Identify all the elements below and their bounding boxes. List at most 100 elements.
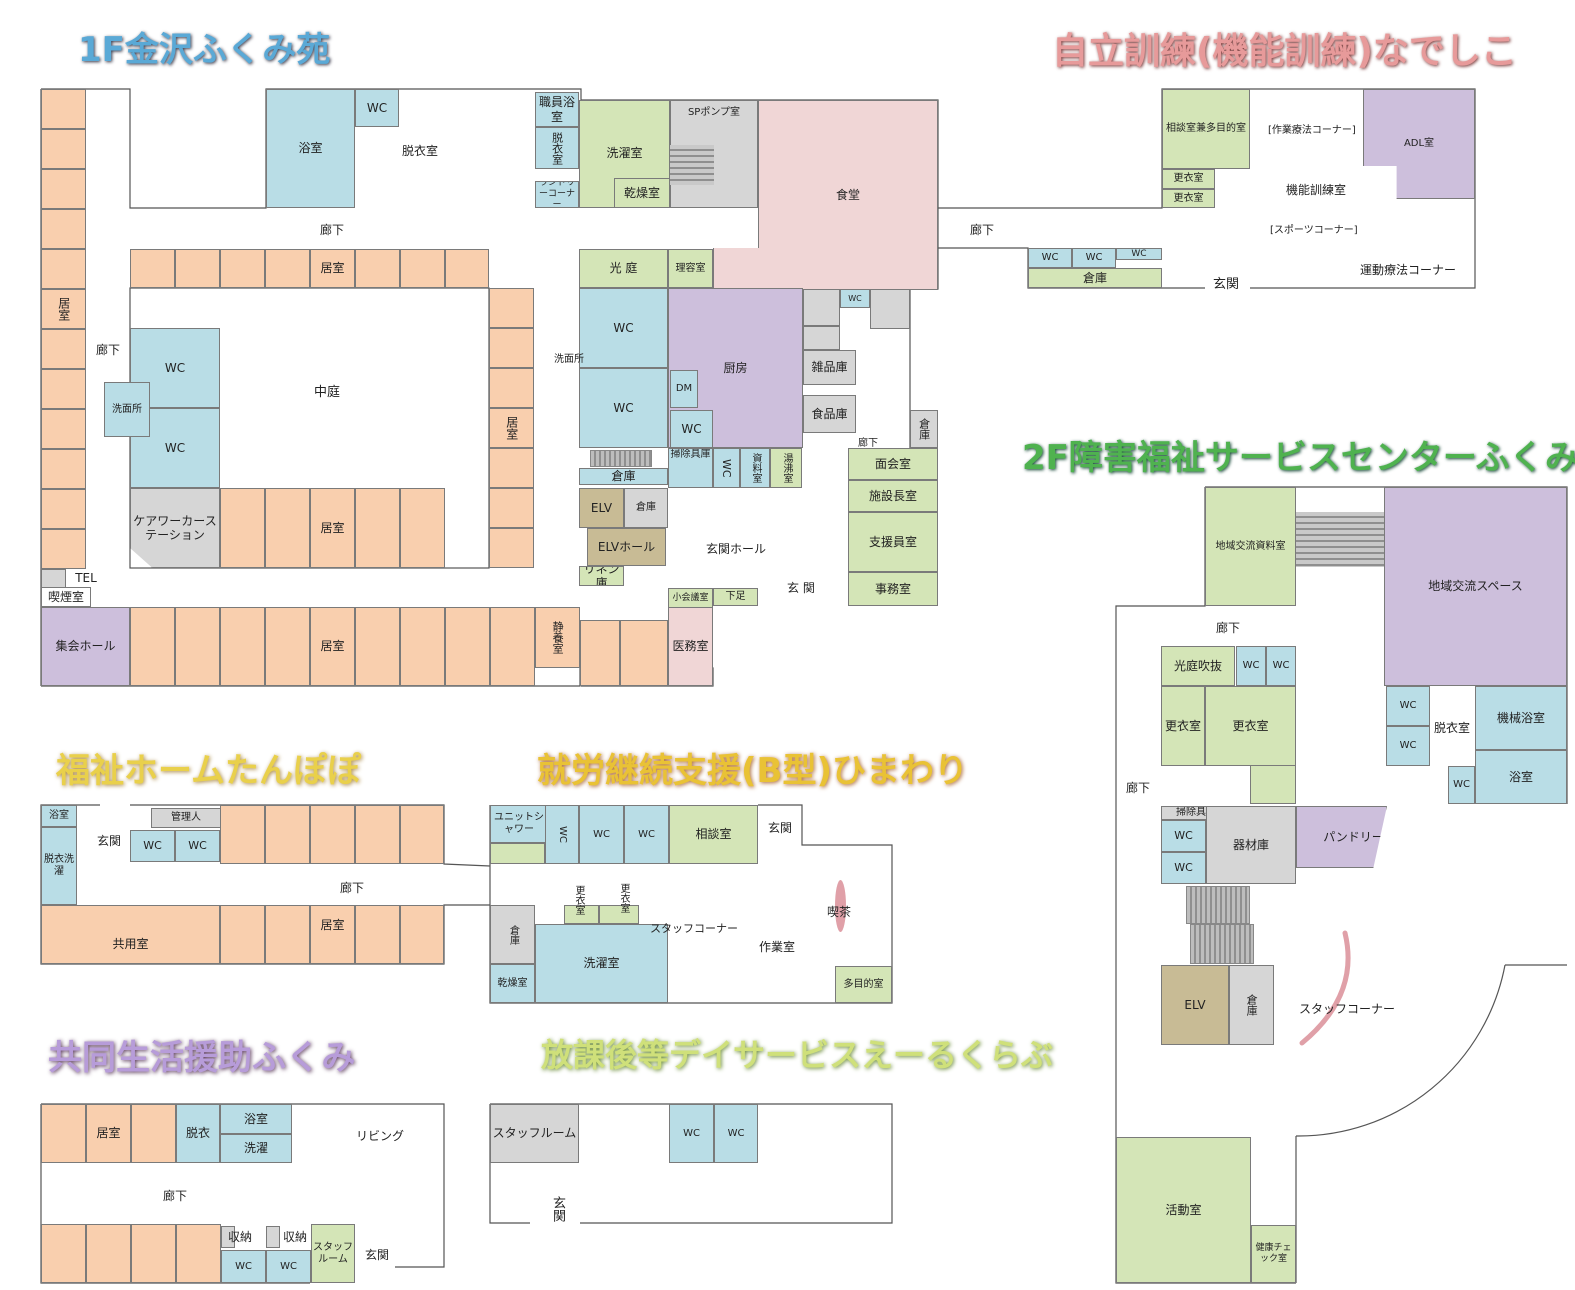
store-small: 倉庫: [579, 468, 668, 485]
boiler-room: 湯沸室: [770, 448, 802, 488]
tanpopo-bath: 浴室: [41, 805, 77, 827]
kyodo-staff-room: スタッフルーム: [311, 1224, 355, 1283]
kyodo-dressing: 脱衣: [176, 1104, 220, 1163]
room-row1-7: [400, 249, 445, 288]
himawari-shower-ext: [490, 843, 545, 864]
smoking-room: [41, 569, 66, 589]
stairs-1f-center: [590, 450, 652, 467]
jiritsu-wc-3: WC: [1116, 248, 1162, 260]
jiritsu-entrance: 玄関: [1213, 277, 1240, 292]
staff-bath: 職員浴室: [535, 92, 579, 127]
room-row3-8: [445, 607, 490, 686]
f2-wc-7: WC: [1161, 852, 1206, 884]
room-row1-2: [175, 249, 220, 288]
himawari-laundry: 洗濯室: [535, 924, 668, 1003]
light-court: 光 庭: [579, 249, 668, 288]
kyodo-storage-label-2: 収納: [283, 1230, 308, 1244]
dm: DM: [670, 370, 698, 408]
jiritsu-sports: [スポーツコーナー]: [1270, 225, 1358, 236]
f2-wc-4: WC: [1386, 726, 1430, 766]
store-right: 倉庫: [910, 410, 938, 448]
tel: TEL: [66, 569, 106, 587]
dining-room: 食堂: [758, 100, 938, 290]
kyodo-storage-1: [221, 1226, 235, 1248]
f2-locker-ext: [1250, 766, 1296, 804]
himawari-staff-corner: スタッフコーナー: [650, 922, 738, 935]
title-1f-fukumien: 1F金沢ふくみ苑: [78, 30, 331, 70]
himawari-store-label: 倉庫: [507, 924, 519, 945]
kyodo-wc-1: WC: [221, 1250, 266, 1283]
room-row2-2: [265, 488, 310, 568]
director-room: 施設長室: [848, 480, 938, 512]
f2-staff-corner: スタッフコーナー: [1299, 1002, 1396, 1016]
drying-room: 乾燥室: [614, 178, 670, 208]
title-houkago: 放課後等デイサービスえーるくらぶ: [541, 1036, 1054, 1074]
kyodo-bath: 浴室: [220, 1104, 292, 1134]
f2-atrium: 光庭吹抜: [1161, 646, 1235, 686]
f2-activity: 活動室: [1116, 1137, 1251, 1283]
room-row3-1: [130, 607, 175, 686]
store-1f: 倉庫: [624, 488, 668, 528]
stairs-2f-mid-1: [1186, 886, 1250, 924]
room-row2-3: 居室: [310, 488, 355, 568]
himawari-cafe-counter: [835, 880, 846, 932]
room-row1-5: 居室: [310, 249, 355, 288]
corridor-1f-top: 廊下: [320, 223, 345, 237]
stairs-1f-top: [670, 145, 714, 185]
room-row3-11: [620, 620, 668, 686]
title-kyodo: 共同生活援助ふくみ: [48, 1038, 356, 1078]
himawari-unit-shower: ユニットシャワー: [490, 805, 548, 843]
title-himawari: 就労継続支援(B型)ひまわり: [537, 751, 968, 791]
kyodo-storage-2: [266, 1226, 280, 1248]
corridor-1f-right: 廊下: [858, 438, 878, 449]
room-left-2: [41, 129, 86, 169]
jiritsu-ot-corner: [作業療法コーナー]: [1268, 125, 1356, 136]
linen-store: リネン庫: [579, 566, 624, 586]
tanpopo-room-bottom-1: [220, 905, 265, 964]
room-row3-2: [175, 607, 220, 686]
room-row1-1: [130, 249, 175, 288]
room-row2-5: [400, 488, 445, 568]
room-right-4: 居室: [489, 408, 534, 448]
support-room: 支援員室: [848, 512, 938, 572]
f2-bath: 浴室: [1475, 750, 1567, 804]
himawari-work: 作業室: [759, 940, 796, 954]
himawari-multipurpose: 多目的室: [835, 966, 892, 1003]
medical-room: 医務室: [668, 607, 713, 686]
f2-corridor-left: 廊下: [1126, 781, 1151, 795]
smoking-room-label: 喫煙室: [41, 587, 91, 607]
jiritsu-corridor: 廊下: [970, 223, 995, 237]
wc-center-1: WC: [579, 288, 668, 368]
room-left-12: [41, 529, 86, 569]
elv-1f: ELV: [579, 488, 624, 528]
room-row3-9: [490, 607, 535, 686]
himawari-wc-1: WC: [579, 805, 624, 864]
tanpopo-room-top-5: [400, 805, 444, 864]
washroom-left: 洗面所: [104, 382, 150, 437]
himawari-locker-1: [564, 905, 599, 924]
room-left-1: [41, 89, 86, 129]
elv-hall: ELVホール: [587, 528, 666, 566]
tanpopo-wc-1: WC: [130, 830, 175, 862]
houkago-wc-1: WC: [669, 1104, 714, 1163]
himawari-locker-label-1: 更衣室: [573, 885, 584, 915]
laundry-corner: ランドリーコーナー: [535, 181, 579, 208]
room-row3-4: [265, 607, 310, 686]
room-row1-6: [355, 249, 400, 288]
wc-top: WC: [355, 89, 399, 127]
materials-label: 資料室: [750, 453, 761, 483]
staff-dressing-label: 脱衣室: [550, 131, 564, 165]
tanpopo-room-top-2: [265, 805, 310, 864]
jiritsu-wc-2: WC: [1072, 248, 1116, 268]
f2-store: 倉庫: [1229, 965, 1274, 1045]
wc-center-2: WC: [579, 368, 668, 448]
room-row3-6: [355, 607, 400, 686]
quiet-room: 静養室: [535, 607, 580, 668]
tanpopo-room-bottom-5: [400, 905, 444, 964]
himawari-wc-v-label: WC: [557, 826, 568, 843]
room-row3-3: [220, 607, 265, 686]
room-left-7: [41, 329, 86, 369]
wc-small: WC: [840, 289, 870, 308]
interview-room: 面会室: [848, 448, 938, 480]
f2-elv: ELV: [1161, 965, 1229, 1045]
